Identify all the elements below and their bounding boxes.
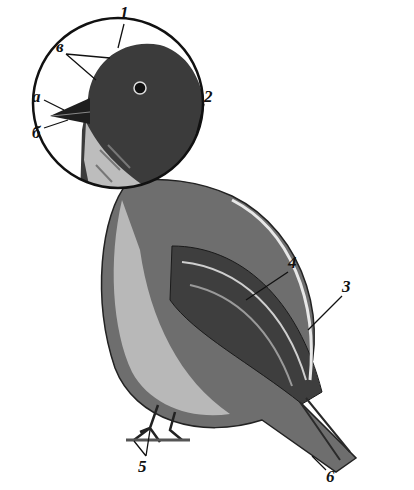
perch xyxy=(126,439,190,442)
leader-line xyxy=(312,456,326,470)
throat-stripes xyxy=(96,145,130,182)
wing-stripe xyxy=(190,285,292,386)
leader-line xyxy=(246,272,288,300)
callout-label: 1 xyxy=(120,4,129,21)
leg xyxy=(170,412,182,440)
head-shape xyxy=(80,44,206,200)
leader-line xyxy=(66,54,110,80)
leader-line xyxy=(118,24,124,48)
leader-line xyxy=(308,296,342,330)
callout-label: 4 xyxy=(288,254,297,271)
leader-lines xyxy=(44,24,342,470)
bird-body xyxy=(102,180,356,472)
leader-line xyxy=(134,430,150,456)
wing xyxy=(170,246,322,404)
beak-gape xyxy=(52,112,90,116)
callout-label: б xyxy=(32,124,40,141)
leader-line xyxy=(44,100,64,110)
magnifier-circle xyxy=(33,18,203,188)
leg xyxy=(134,405,160,442)
callout-label: в xyxy=(56,38,64,55)
leader-line xyxy=(196,104,204,136)
tail-feathers xyxy=(300,398,350,460)
beak xyxy=(50,98,90,124)
body-shape xyxy=(102,180,356,472)
callout-label: 5 xyxy=(138,458,147,475)
wing-stripe xyxy=(182,262,306,380)
wing-edge xyxy=(232,200,311,380)
bird-legs xyxy=(126,405,190,442)
callout-label: 3 xyxy=(342,278,351,295)
eye xyxy=(134,82,146,94)
callout-label: 2 xyxy=(204,88,213,105)
leader-line xyxy=(44,120,68,128)
callout-label: а xyxy=(32,88,41,105)
callout-label: 6 xyxy=(326,468,335,485)
